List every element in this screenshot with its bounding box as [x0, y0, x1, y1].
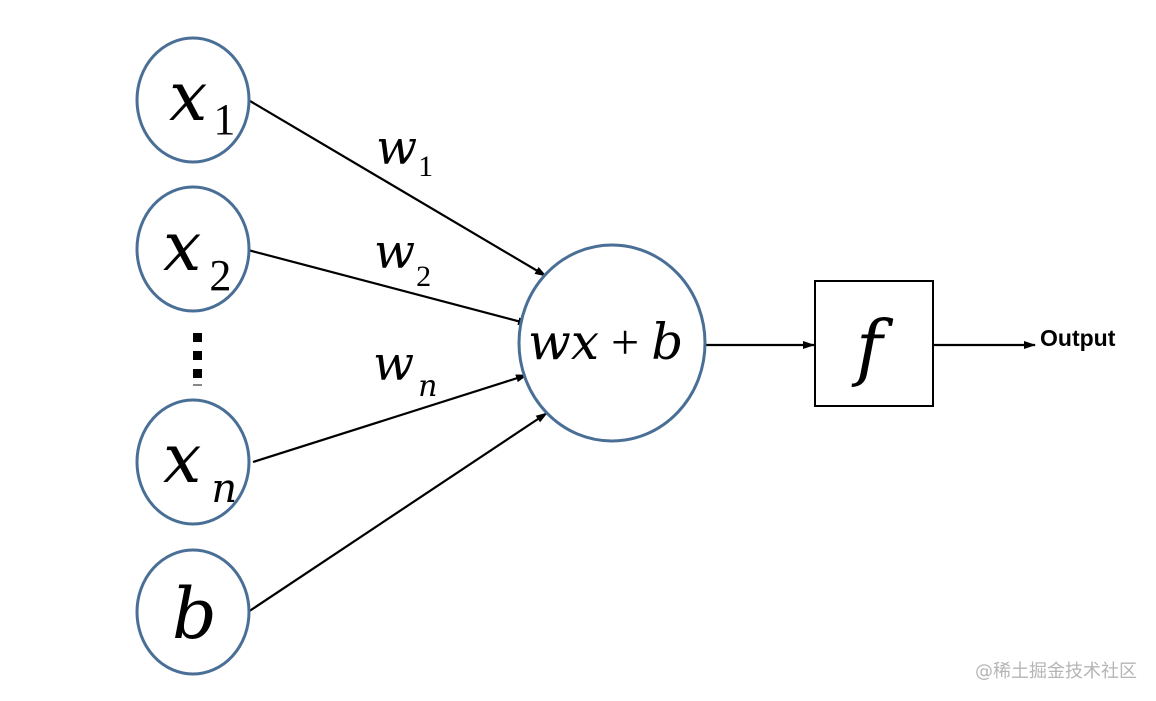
edge-xn-to-neuron [252, 373, 528, 464]
weight-label-w1: w1 [376, 120, 433, 183]
weight-label-w2: w2 [374, 224, 431, 293]
input-x2-subscript: 2 [209, 251, 231, 300]
activation-box [814, 280, 934, 407]
input-x1-symbol: x [169, 58, 207, 137]
expr-x: x [571, 313, 599, 371]
input-node-b [135, 548, 251, 676]
input-label-b: b [172, 573, 217, 655]
weight-wn-subscript: n [418, 369, 437, 404]
input-xn-subscript: n [211, 466, 237, 512]
input-x2-symbol: x [163, 208, 201, 287]
weight-w2-subscript: 2 [416, 260, 431, 293]
vertical-ellipsis [193, 333, 202, 386]
weight-w1-subscript: 1 [418, 150, 433, 183]
input-b-symbol: b [172, 573, 217, 655]
input-node-x2 [135, 185, 251, 313]
edge-b-to-neuron [247, 412, 548, 613]
output-label: Output [1040, 325, 1116, 351]
input-node-xn [135, 398, 251, 526]
neuron-expression: wx+b [528, 313, 683, 371]
edge-x1-to-neuron [249, 100, 547, 277]
neuron-node [517, 243, 707, 443]
expr-w: w [528, 313, 571, 371]
expr-b: b [651, 313, 683, 371]
input-node-x1 [135, 36, 251, 164]
input-x1-subscript: 1 [213, 95, 235, 144]
edge-x2-to-neuron [247, 248, 530, 326]
weight-w1-symbol: w [376, 120, 417, 176]
weight-w2-symbol: w [374, 224, 415, 280]
expr-plus: + [611, 314, 639, 370]
weight-wn-symbol: w [373, 336, 414, 392]
input-xn-symbol: x [163, 420, 201, 499]
watermark-text: @稀土掘金技术社区 [975, 661, 1137, 682]
